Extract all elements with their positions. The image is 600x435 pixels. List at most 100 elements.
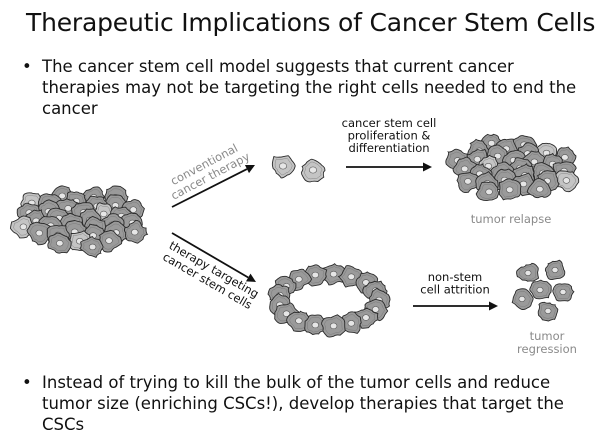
relapse-arrow-label-line: proliferation & xyxy=(348,129,431,143)
cell-nucleus xyxy=(347,320,355,327)
cell-inner-ring xyxy=(519,265,537,280)
cell-nucleus xyxy=(485,188,493,196)
arrow-head xyxy=(245,273,256,282)
cell-inner-ring xyxy=(101,232,119,250)
cell-inner-ring xyxy=(82,238,101,256)
relapsed-tumor xyxy=(445,133,580,202)
cell-nucleus xyxy=(311,271,319,279)
cell-inner-ring xyxy=(274,158,293,176)
arrow-targeted xyxy=(171,232,256,282)
bullet-item: • The cancer stem cell model suggests th… xyxy=(22,56,592,119)
cell-inner-ring xyxy=(514,291,531,308)
cell-nucleus xyxy=(530,158,539,165)
cell-nucleus xyxy=(56,240,64,247)
stem-cell xyxy=(271,155,296,179)
relapse-caption-line: tumor relapse xyxy=(471,212,552,226)
cells-layer xyxy=(9,133,580,338)
cell-nucleus xyxy=(524,270,532,276)
cell-inner-ring xyxy=(357,310,376,326)
tumor-cell xyxy=(537,301,559,322)
bullet-dot: • xyxy=(22,373,32,392)
cell-nucleus xyxy=(371,306,380,313)
arrow-shaft xyxy=(171,232,249,279)
relapse-caption: tumor relapse xyxy=(471,212,552,226)
arrow-relapse xyxy=(346,162,432,172)
bullet-item: • Instead of trying to kill the bulk of … xyxy=(22,372,592,435)
tumor-cell xyxy=(544,259,566,280)
cell-nucleus xyxy=(473,156,482,163)
cell-nucleus xyxy=(536,185,544,193)
cell-nucleus xyxy=(551,267,559,273)
tumor-cell xyxy=(26,221,51,246)
cell-nucleus xyxy=(544,308,552,314)
cell-nucleus xyxy=(100,210,108,218)
surviving-stem-cells xyxy=(271,155,326,183)
cell-inner-ring xyxy=(555,285,572,299)
slide-title: Therapeutic Implications of Cancer Stem … xyxy=(26,8,596,37)
conventional-therapy-label: conventionalcancer therapy xyxy=(162,138,252,203)
regression-caption-line: regression xyxy=(517,342,577,356)
arrow-regression xyxy=(413,301,498,311)
stem-cell xyxy=(554,170,580,193)
cell-inner-ring xyxy=(547,262,563,278)
cell-nucleus xyxy=(329,322,338,330)
tumor-cell xyxy=(79,236,104,259)
cell-inner-ring xyxy=(50,235,69,251)
regression-arrow-label-line: cell attrition xyxy=(420,283,489,297)
regression-arrow-label-line: non-stem xyxy=(428,270,483,284)
cell-nucleus xyxy=(464,178,472,185)
cell-inner-ring xyxy=(532,282,549,297)
tumor-cell xyxy=(516,262,540,282)
tumor-cell xyxy=(552,283,575,302)
cell-nucleus xyxy=(362,314,370,321)
cell-nucleus xyxy=(559,289,567,295)
tumor-cell xyxy=(456,172,482,193)
cell-nucleus xyxy=(282,310,291,317)
cell-nucleus xyxy=(461,165,469,173)
tumor-cell xyxy=(511,288,534,310)
cell-nucleus xyxy=(58,192,66,200)
cell-nucleus xyxy=(295,276,303,283)
cell-nucleus xyxy=(19,223,28,230)
tumor-cell xyxy=(47,232,72,254)
cell-nucleus xyxy=(562,177,571,184)
cell-inner-ring xyxy=(501,181,519,198)
tumor-cell xyxy=(475,181,500,202)
stem-cell xyxy=(300,158,326,183)
arrow-head xyxy=(423,162,432,172)
arrow-head xyxy=(244,165,255,174)
arrow-shaft xyxy=(171,168,248,208)
bullet-text: The cancer stem cell model suggests that… xyxy=(42,57,577,118)
cell-nucleus xyxy=(309,166,317,174)
bullet-dot: • xyxy=(22,57,32,76)
cell-inner-ring xyxy=(530,180,549,196)
cell-nucleus xyxy=(131,228,139,236)
targeted-therapy-label: therapy targetingcancer stem cells xyxy=(160,238,261,312)
diagram: conventionalcancer therapy therapy target… xyxy=(9,116,580,356)
cell-inner-ring xyxy=(343,314,359,332)
cell-nucleus xyxy=(129,206,137,213)
cell-inner-ring xyxy=(557,173,576,190)
cell-inner-ring xyxy=(341,268,360,285)
tumor-ring xyxy=(267,263,391,338)
tumor-cell xyxy=(529,279,552,300)
tumor-cell xyxy=(98,229,123,253)
cell-nucleus xyxy=(518,296,526,302)
regressing-cells xyxy=(511,259,575,322)
cell-nucleus xyxy=(329,270,338,278)
cell-inner-ring xyxy=(479,184,497,199)
relapse-arrow-label-line: differentiation xyxy=(348,141,429,155)
cell-inner-ring xyxy=(304,161,323,180)
cell-nucleus xyxy=(295,317,303,324)
relapse-arrow-label-line: cancer stem cell xyxy=(342,116,437,130)
cell-nucleus xyxy=(506,186,514,193)
tumor-cell xyxy=(321,314,346,338)
cell-nucleus xyxy=(536,287,544,293)
arrows-layer xyxy=(171,162,498,311)
cell-inner-ring xyxy=(324,317,343,335)
initial-tumor xyxy=(9,185,149,259)
cell-nucleus xyxy=(88,243,97,251)
